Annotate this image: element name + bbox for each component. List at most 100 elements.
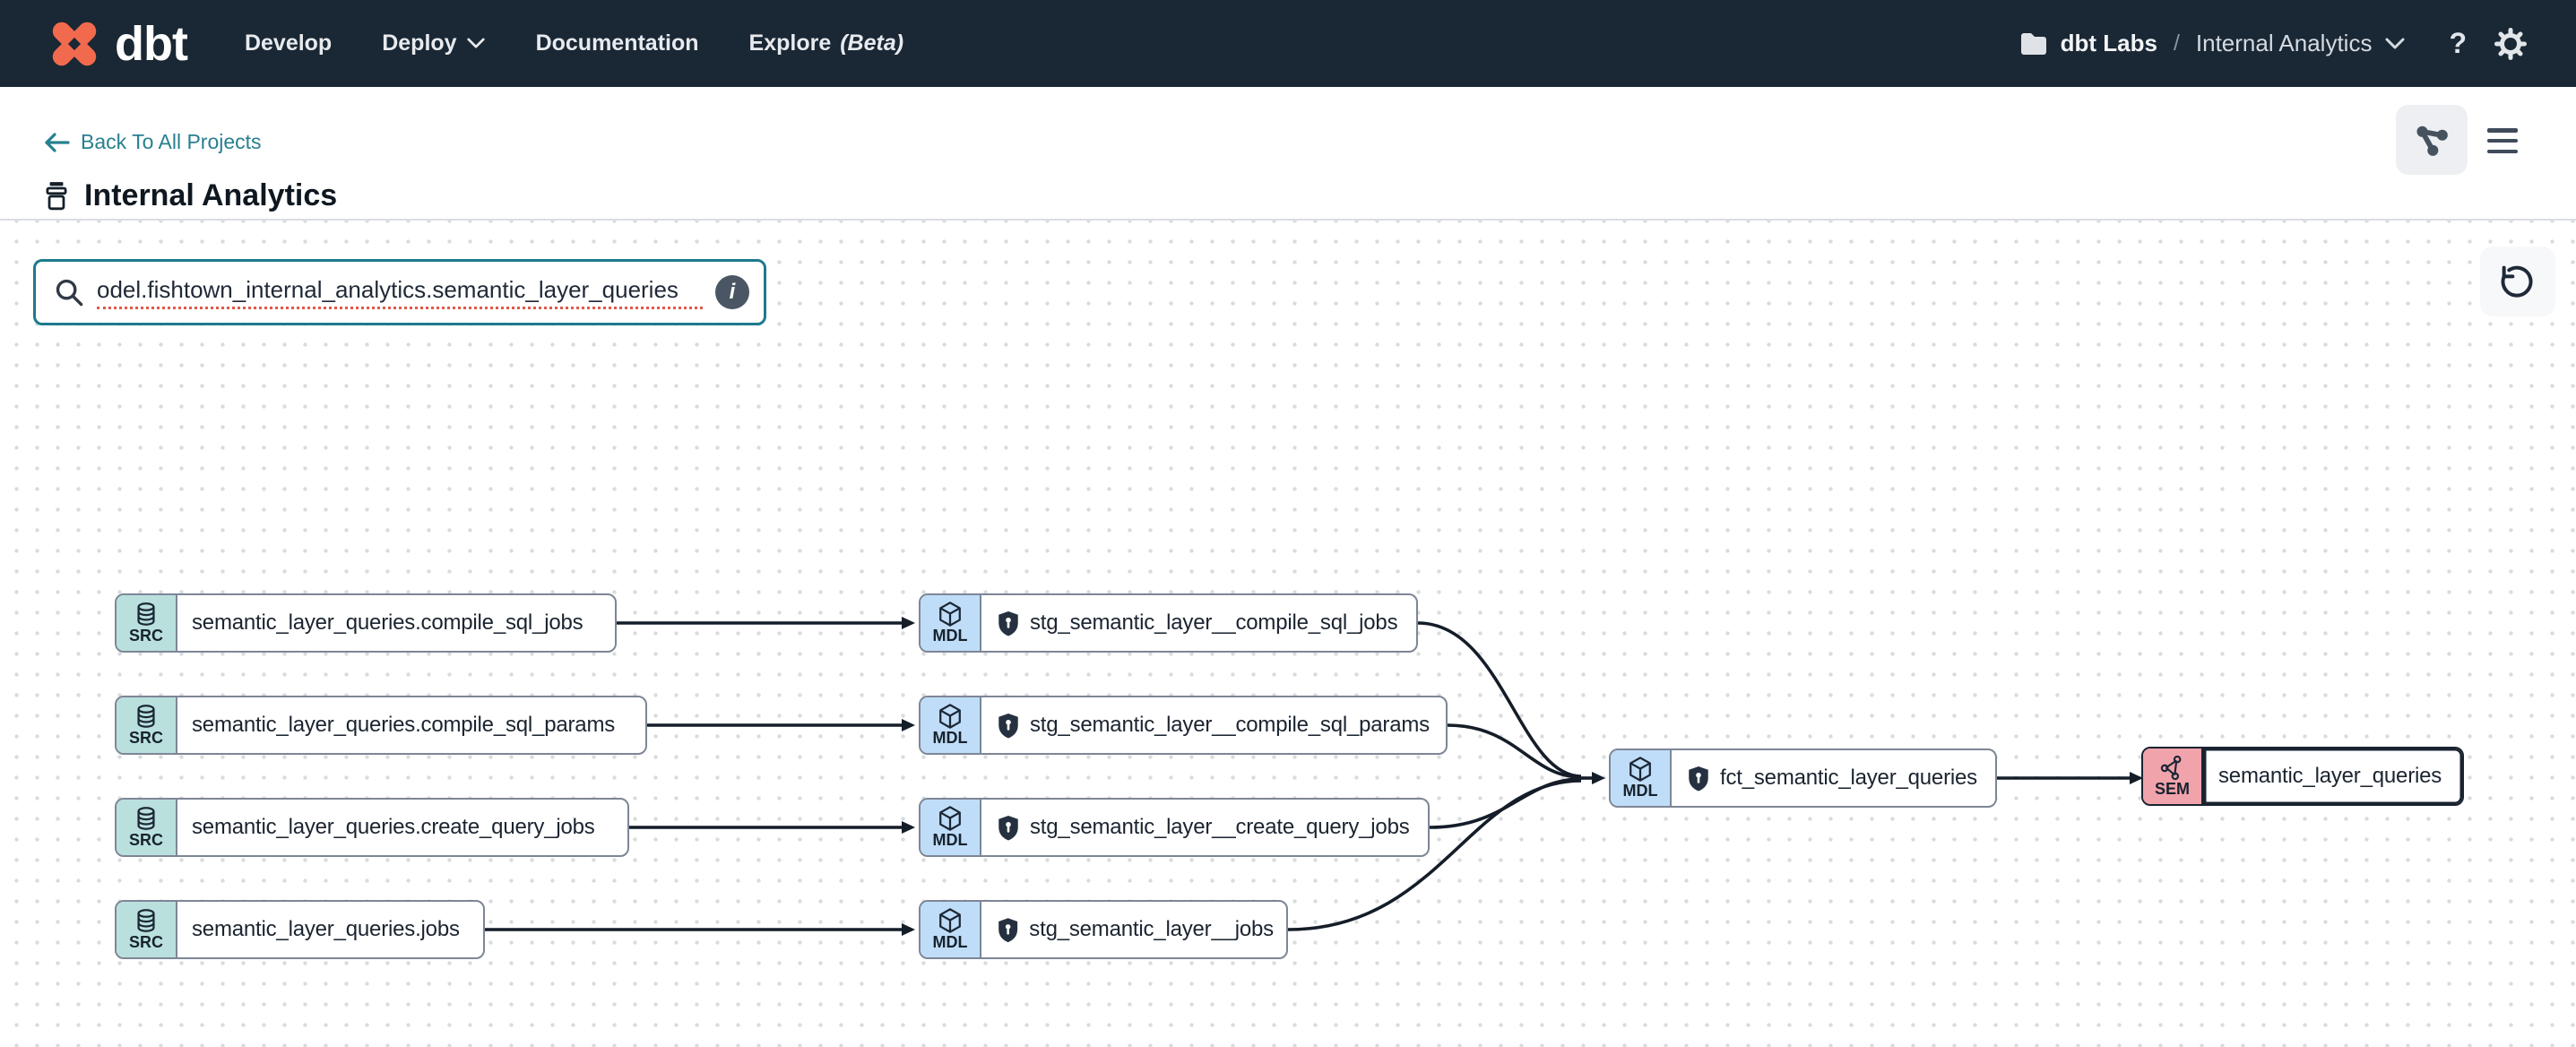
database-icon — [137, 909, 155, 932]
node-body: stg_semantic_layer__jobs — [981, 902, 1286, 957]
shield-icon — [998, 815, 1018, 840]
node-label: semantic_layer_queries — [2218, 764, 2442, 788]
top-navbar: dbt Develop Deploy Documentation Explore (Be… — [0, 0, 2576, 87]
lineage-node-sem-semantic-layer-queries[interactable]: SEM semantic_layer_queries — [2141, 747, 2464, 806]
node-body: fct_semantic_layer_queries — [1672, 750, 1995, 806]
menu-bar — [2487, 149, 2518, 153]
nav-link-label: Explore — [748, 30, 832, 56]
node-type-badge: MDL — [921, 697, 981, 753]
lineage-node-mdl-fct-semantic-layer-queries[interactable]: MDL fct_semantic_layer_queries — [1609, 748, 1997, 808]
node-body: stg_semantic_layer__compile_sql_params — [981, 697, 1446, 753]
account-breadcrumb[interactable]: dbt Labs / Internal Analytics — [2019, 30, 2407, 57]
node-body: stg_semantic_layer__create_query_jobs — [981, 800, 1428, 855]
node-body: semantic_layer_queries.compile_sql_param… — [177, 697, 645, 753]
project-archive-icon — [46, 181, 67, 210]
nav-link-label: Documentation — [535, 30, 699, 56]
shield-icon — [1689, 766, 1708, 791]
node-type-label: SRC — [128, 831, 163, 850]
node-type-label: SRC — [128, 729, 163, 748]
node-label: semantic_layer_queries.compile_sql_jobs — [192, 610, 583, 635]
shield-icon — [998, 713, 1018, 738]
menu-bar — [2487, 128, 2518, 133]
project-name: Internal Analytics — [2195, 30, 2373, 56]
nav-links: Develop Deploy Documentation Explore (Beta) — [245, 30, 903, 56]
settings-button[interactable] — [2494, 27, 2528, 61]
menu-button[interactable] — [2487, 128, 2518, 153]
nav-link-label: Develop — [244, 30, 333, 56]
lineage-node-src-compile-sql-params[interactable]: SRC semantic_layer_queries.compile_sql_pa… — [115, 696, 647, 755]
node-type-badge: MDL — [921, 902, 981, 957]
project-header: Back To All Projects Internal Analytics — [0, 87, 2576, 219]
dbt-logo[interactable]: dbt — [47, 16, 188, 72]
menu-bar — [2487, 138, 2518, 143]
node-body: semantic_layer_queries — [2204, 748, 2462, 804]
node-type-label: MDL — [1622, 782, 1658, 800]
lineage-graph-icon — [2416, 125, 2448, 156]
chevron-down-icon — [2385, 38, 2405, 48]
node-type-label: SRC — [128, 933, 163, 952]
nav-link-label: Deploy — [382, 30, 457, 56]
help-button[interactable]: ? — [2449, 27, 2467, 59]
shield-icon — [998, 917, 1018, 942]
info-icon[interactable]: i — [715, 275, 749, 309]
node-body: semantic_layer_queries.create_query_jobs — [177, 800, 627, 855]
node-type-badge: MDL — [921, 800, 981, 855]
arrow-left-icon — [45, 132, 70, 152]
semantic-layer-icon — [2160, 755, 2181, 781]
search-icon — [56, 279, 83, 307]
lineage-node-src-jobs[interactable]: SRC semantic_layer_queries.jobs — [115, 900, 485, 959]
node-label: semantic_layer_queries.create_query_jobs — [192, 815, 595, 839]
nav-link-documentation[interactable]: Documentation — [536, 30, 699, 56]
dbt-logo-text: dbt — [115, 16, 188, 71]
chevron-down-icon — [466, 38, 485, 48]
cube-icon — [939, 806, 961, 831]
node-type-label: MDL — [932, 729, 968, 748]
lineage-node-src-compile-sql-jobs[interactable]: SRC semantic_layer_queries.compile_sql_jo… — [115, 593, 617, 653]
lineage-view-button[interactable] — [2396, 105, 2468, 175]
org-name: dbt Labs — [2060, 30, 2157, 56]
node-type-label: SRC — [128, 627, 163, 645]
nav-link-develop[interactable]: Develop — [245, 30, 332, 56]
reset-view-button[interactable] — [2480, 247, 2555, 316]
node-type-badge: SRC — [117, 595, 177, 651]
gear-icon — [2494, 27, 2527, 60]
lineage-node-src-create-query-jobs[interactable]: SRC semantic_layer_queries.create_query_j… — [115, 798, 629, 857]
folder-icon — [2020, 32, 2046, 55]
node-label: stg_semantic_layer__jobs — [1029, 917, 1274, 941]
nav-link-deploy[interactable]: Deploy — [382, 30, 485, 56]
navbar-right: dbt Labs / Internal Analytics ? — [2019, 27, 2528, 61]
node-type-badge: SRC — [117, 697, 177, 753]
node-body: semantic_layer_queries.compile_sql_jobs — [177, 595, 615, 651]
nav-link-explore[interactable]: Explore (Beta) — [749, 30, 904, 56]
lineage-node-mdl-stg-compile-sql-params[interactable]: MDL stg_semantic_layer__compile_sql_param… — [919, 696, 1448, 755]
page-title: Internal Analytics — [84, 178, 338, 212]
search-input[interactable]: odel.fishtown_internal_analytics.semanti… — [97, 276, 703, 309]
node-body: semantic_layer_queries.jobs — [177, 902, 483, 957]
title-row: Internal Analytics — [43, 178, 337, 213]
node-label: semantic_layer_queries.jobs — [192, 917, 460, 941]
node-type-badge: MDL — [921, 595, 981, 651]
node-type-label: MDL — [932, 933, 968, 952]
node-type-badge: MDL — [1611, 750, 1672, 806]
node-type-label: MDL — [932, 831, 968, 850]
node-type-badge: SRC — [117, 902, 177, 957]
database-icon — [137, 807, 155, 830]
back-to-projects-link[interactable]: Back To All Projects — [43, 130, 262, 154]
node-label: fct_semantic_layer_queries — [1720, 766, 1977, 790]
breadcrumb-separator: / — [2173, 30, 2180, 56]
lineage-node-mdl-stg-jobs[interactable]: MDL stg_semantic_layer__jobs — [919, 900, 1288, 959]
node-label: stg_semantic_layer__compile_sql_params — [1030, 713, 1430, 737]
dbt-logo-icon — [52, 22, 97, 65]
node-body: stg_semantic_layer__compile_sql_jobs — [981, 595, 1416, 651]
search-box[interactable]: odel.fishtown_internal_analytics.semanti… — [33, 259, 766, 325]
lineage-node-mdl-stg-create-query-jobs[interactable]: MDL stg_semantic_layer__create_query_jobs — [919, 798, 1430, 857]
cube-icon — [939, 601, 961, 627]
nav-link-suffix: (Beta) — [840, 30, 904, 56]
cube-icon — [939, 908, 961, 933]
node-label: stg_semantic_layer__create_query_jobs — [1030, 815, 1410, 839]
node-type-badge: SEM — [2143, 748, 2204, 804]
database-icon — [137, 602, 155, 626]
cube-icon — [1629, 757, 1651, 782]
node-label: semantic_layer_queries.compile_sql_param… — [192, 713, 616, 737]
